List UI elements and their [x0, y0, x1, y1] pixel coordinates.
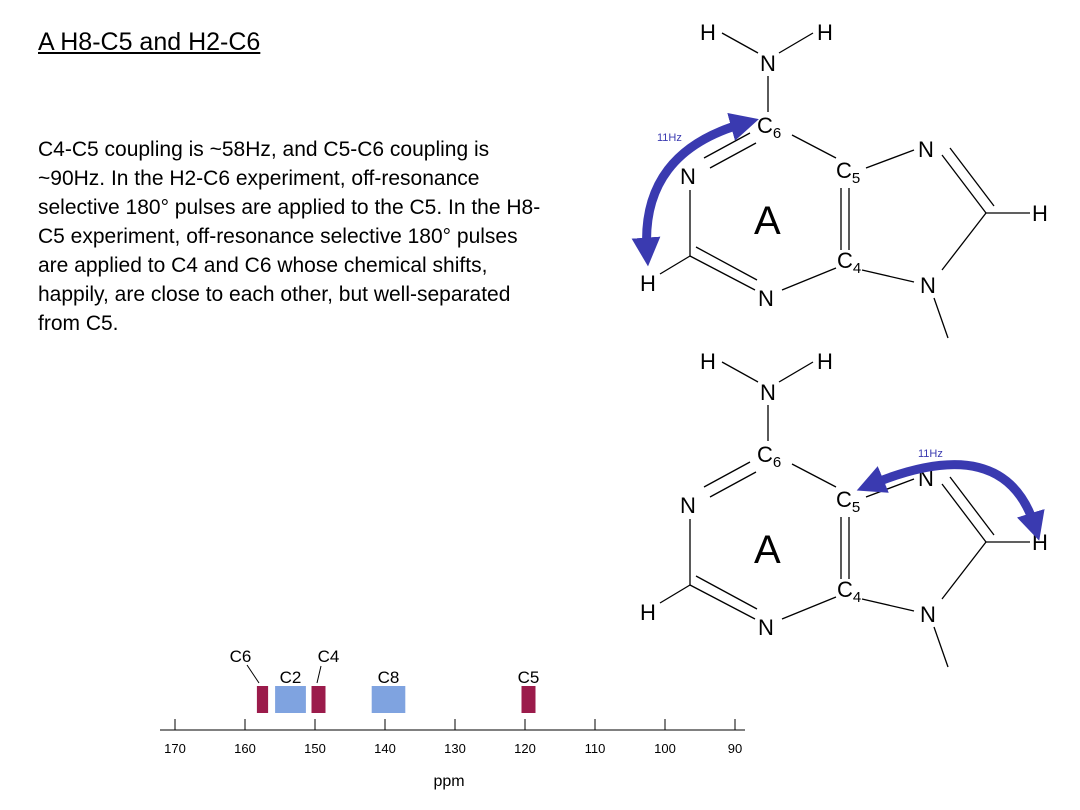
peak-c6 — [256, 686, 269, 713]
ppm-tick-label: 170 — [164, 741, 186, 756]
ppm-tick-label: 160 — [234, 741, 256, 756]
atom-c4: C4 — [837, 248, 861, 277]
ppm-axis-label: ppm — [433, 773, 464, 790]
peak-c2 — [275, 686, 306, 713]
ppm-tick-label: 110 — [585, 741, 606, 756]
atom-h: H — [700, 349, 716, 374]
slide-title: A H8-C5 and H2-C6 — [38, 28, 261, 56]
atom-c5: C5 — [836, 487, 860, 516]
atom-h: H — [1032, 530, 1048, 555]
atom-n: N — [680, 164, 696, 189]
coupling-label: 11Hz — [918, 448, 943, 460]
c6-leader-line — [246, 664, 260, 684]
peak-leader-lines — [246, 664, 322, 684]
atom-n: N — [920, 602, 936, 627]
ppm-tick-label: 150 — [304, 741, 326, 756]
atom-labels-top: H H N C6 N C5 N H H C4 N N A — [640, 20, 1048, 311]
atom-n: N — [920, 273, 936, 298]
atom-n: N — [758, 286, 774, 311]
atom-n: N — [680, 493, 696, 518]
ppm-tick-label: 130 — [444, 741, 466, 756]
ring-label: A — [754, 199, 781, 243]
atom-h: H — [700, 20, 716, 45]
coupling-arrow-curved — [631, 112, 759, 267]
peak-label-c8: C8 — [378, 668, 400, 687]
atom-n: N — [760, 51, 776, 76]
peak-c5 — [521, 686, 536, 713]
ppm-tick-label: 90 — [728, 741, 742, 756]
peak-label-c4: C4 — [318, 647, 340, 666]
ring-label: A — [754, 528, 781, 572]
ppm-ticks: 170 160 150 140 130 120 110 100 90 — [164, 719, 742, 756]
atom-h: H — [817, 349, 833, 374]
atom-labels-bottom: H H N C6 N C5 N H H C4 N N A — [640, 349, 1048, 640]
peak-label-c6: C6 — [230, 647, 252, 666]
c4-leader-line — [316, 665, 322, 684]
peak-label-c5: C5 — [518, 668, 540, 687]
atom-n: N — [758, 615, 774, 640]
adenine-structure-top: H H N C6 N C5 N H H C4 N N A 11Hz — [631, 20, 1048, 339]
atom-n: N — [918, 137, 934, 162]
atom-n: N — [760, 380, 776, 405]
coupling-arrow-curved — [856, 460, 1045, 541]
atom-c6: C6 — [757, 113, 781, 142]
atom-h: H — [640, 600, 656, 625]
bonds-top — [659, 32, 1030, 339]
atom-h: H — [1032, 201, 1048, 226]
adenine-structure-bottom: H H N C6 N C5 N H H C4 N N A 11Hz — [640, 349, 1048, 668]
ppm-tick-label: 120 — [514, 741, 536, 756]
peak-label-c2: C2 — [280, 668, 302, 687]
bonds-bottom — [659, 361, 1030, 668]
ppm-tick-label: 140 — [374, 741, 396, 756]
atom-c4: C4 — [837, 577, 861, 606]
atom-h: H — [640, 271, 656, 296]
atom-c5: C5 — [836, 158, 860, 187]
atom-c6: C6 — [757, 442, 781, 471]
coupling-label: 11Hz — [657, 132, 682, 144]
ppm-tick-label: 100 — [654, 741, 676, 756]
explanation-text: C4-C5 coupling is ~58Hz, and C5-C6 coupl… — [38, 138, 541, 335]
peak-c4 — [311, 686, 326, 713]
atom-h: H — [817, 20, 833, 45]
peak-c8 — [371, 686, 406, 713]
